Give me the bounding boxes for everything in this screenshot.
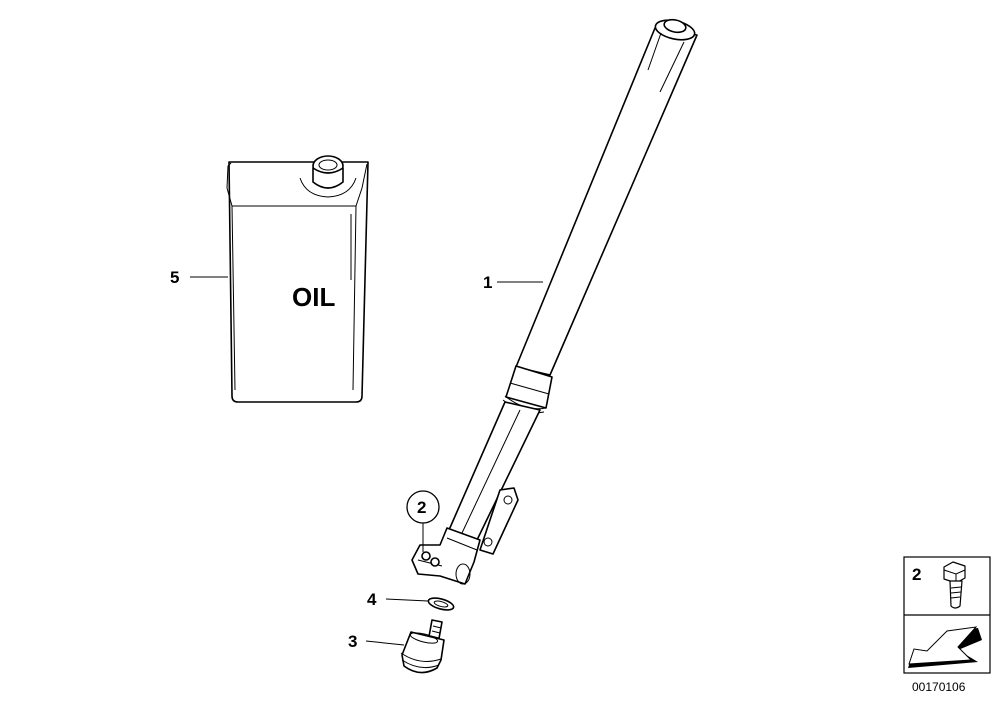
front-fork[interactable] (411, 17, 698, 585)
bolt-icon (943, 561, 966, 609)
callout-2: 2 (417, 498, 426, 517)
diagram-code: 00170106 (912, 680, 966, 694)
legend-item-number: 2 (912, 565, 921, 584)
callout-1[interactable]: 1 (483, 273, 492, 292)
legend-box: 2 (903, 556, 991, 674)
callout-3[interactable]: 3 (348, 632, 357, 651)
callout-2-circle[interactable]: 2 (406, 490, 440, 524)
callout-4[interactable]: 4 (367, 590, 377, 609)
clamp-bolt[interactable] (421, 551, 440, 567)
oil-can-cap (299, 155, 357, 198)
oil-can[interactable]: OIL (226, 155, 369, 403)
oil-can-label: OIL (292, 282, 335, 312)
drain-plug[interactable] (400, 619, 445, 674)
seal-ring[interactable] (427, 596, 455, 612)
arrow-icon (908, 626, 982, 668)
callout-5[interactable]: 5 (170, 268, 179, 287)
